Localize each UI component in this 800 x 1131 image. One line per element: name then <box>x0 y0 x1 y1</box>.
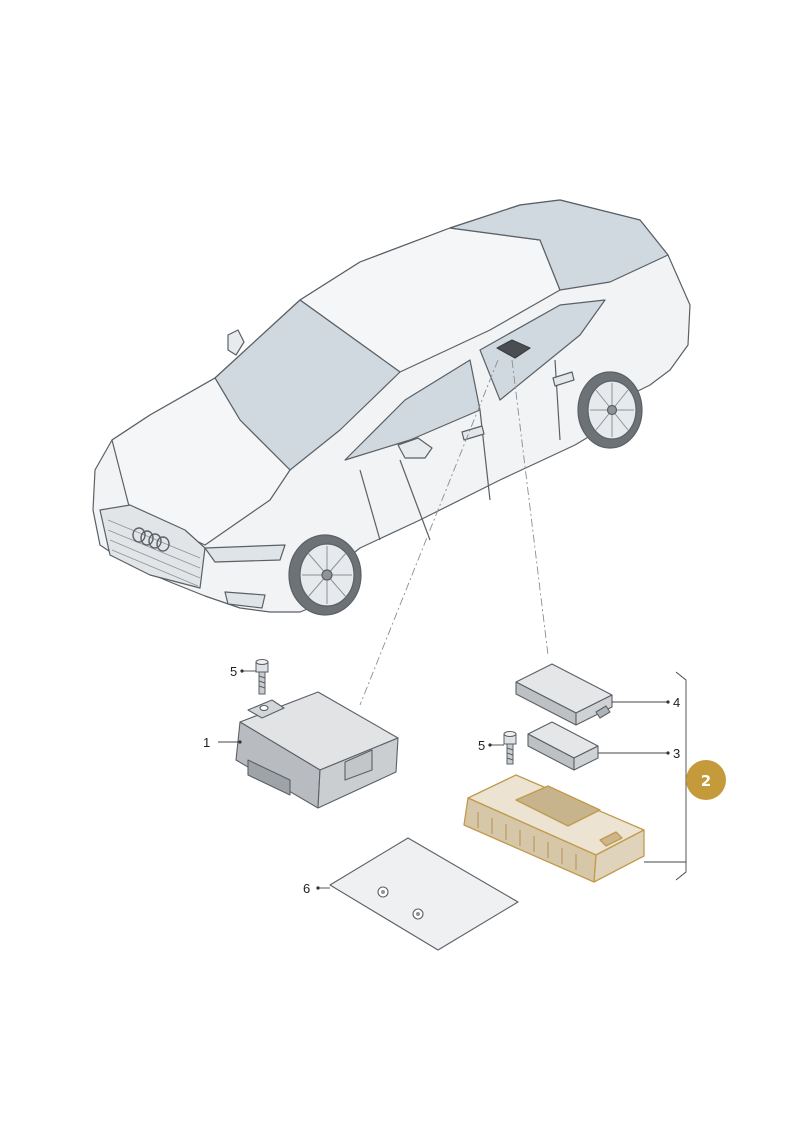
module-3-icon <box>527 721 599 771</box>
module-4-icon <box>515 663 613 726</box>
brand-rings-icon <box>132 527 170 552</box>
module-2-side <box>593 829 645 883</box>
grille-lines <box>107 519 201 587</box>
module-2-recess <box>515 785 601 827</box>
circle-badge-icon <box>686 760 726 800</box>
screw-icon <box>503 731 517 765</box>
rear-wheel <box>577 371 643 449</box>
front-side-window <box>344 359 481 461</box>
highlighted-module-icon <box>463 774 645 883</box>
screw-icon <box>255 659 269 695</box>
mounting-pad-icon <box>329 837 519 951</box>
callout-5-upper: 5 <box>230 664 237 679</box>
side-mirror <box>397 437 433 459</box>
car-illustration <box>92 199 691 616</box>
control-module-icon <box>235 691 399 809</box>
fog-light <box>224 591 266 609</box>
module-1-connector <box>247 759 291 796</box>
module-location-marker <box>496 339 531 359</box>
callout-1: 1 <box>203 735 210 750</box>
callout-dots <box>238 669 670 890</box>
rear-side-window <box>479 299 606 401</box>
callout-6: 6 <box>303 881 310 896</box>
grille <box>99 504 206 589</box>
module-1-tab-right <box>344 749 373 781</box>
badge-label: 2 <box>701 772 711 790</box>
callout-4: 4 <box>673 695 680 710</box>
leader-lines <box>359 359 549 706</box>
rear-window <box>449 199 669 291</box>
callout-5-lower: 5 <box>478 738 485 753</box>
door-handle-rear <box>552 371 575 387</box>
callout-leaders <box>218 670 687 889</box>
door-lines <box>359 359 561 541</box>
part-2-badge[interactable]: 2 <box>686 760 726 800</box>
callout-3: 3 <box>673 746 680 761</box>
front-wheel <box>288 534 362 616</box>
headlight <box>204 544 286 563</box>
roof-antenna <box>227 329 245 356</box>
